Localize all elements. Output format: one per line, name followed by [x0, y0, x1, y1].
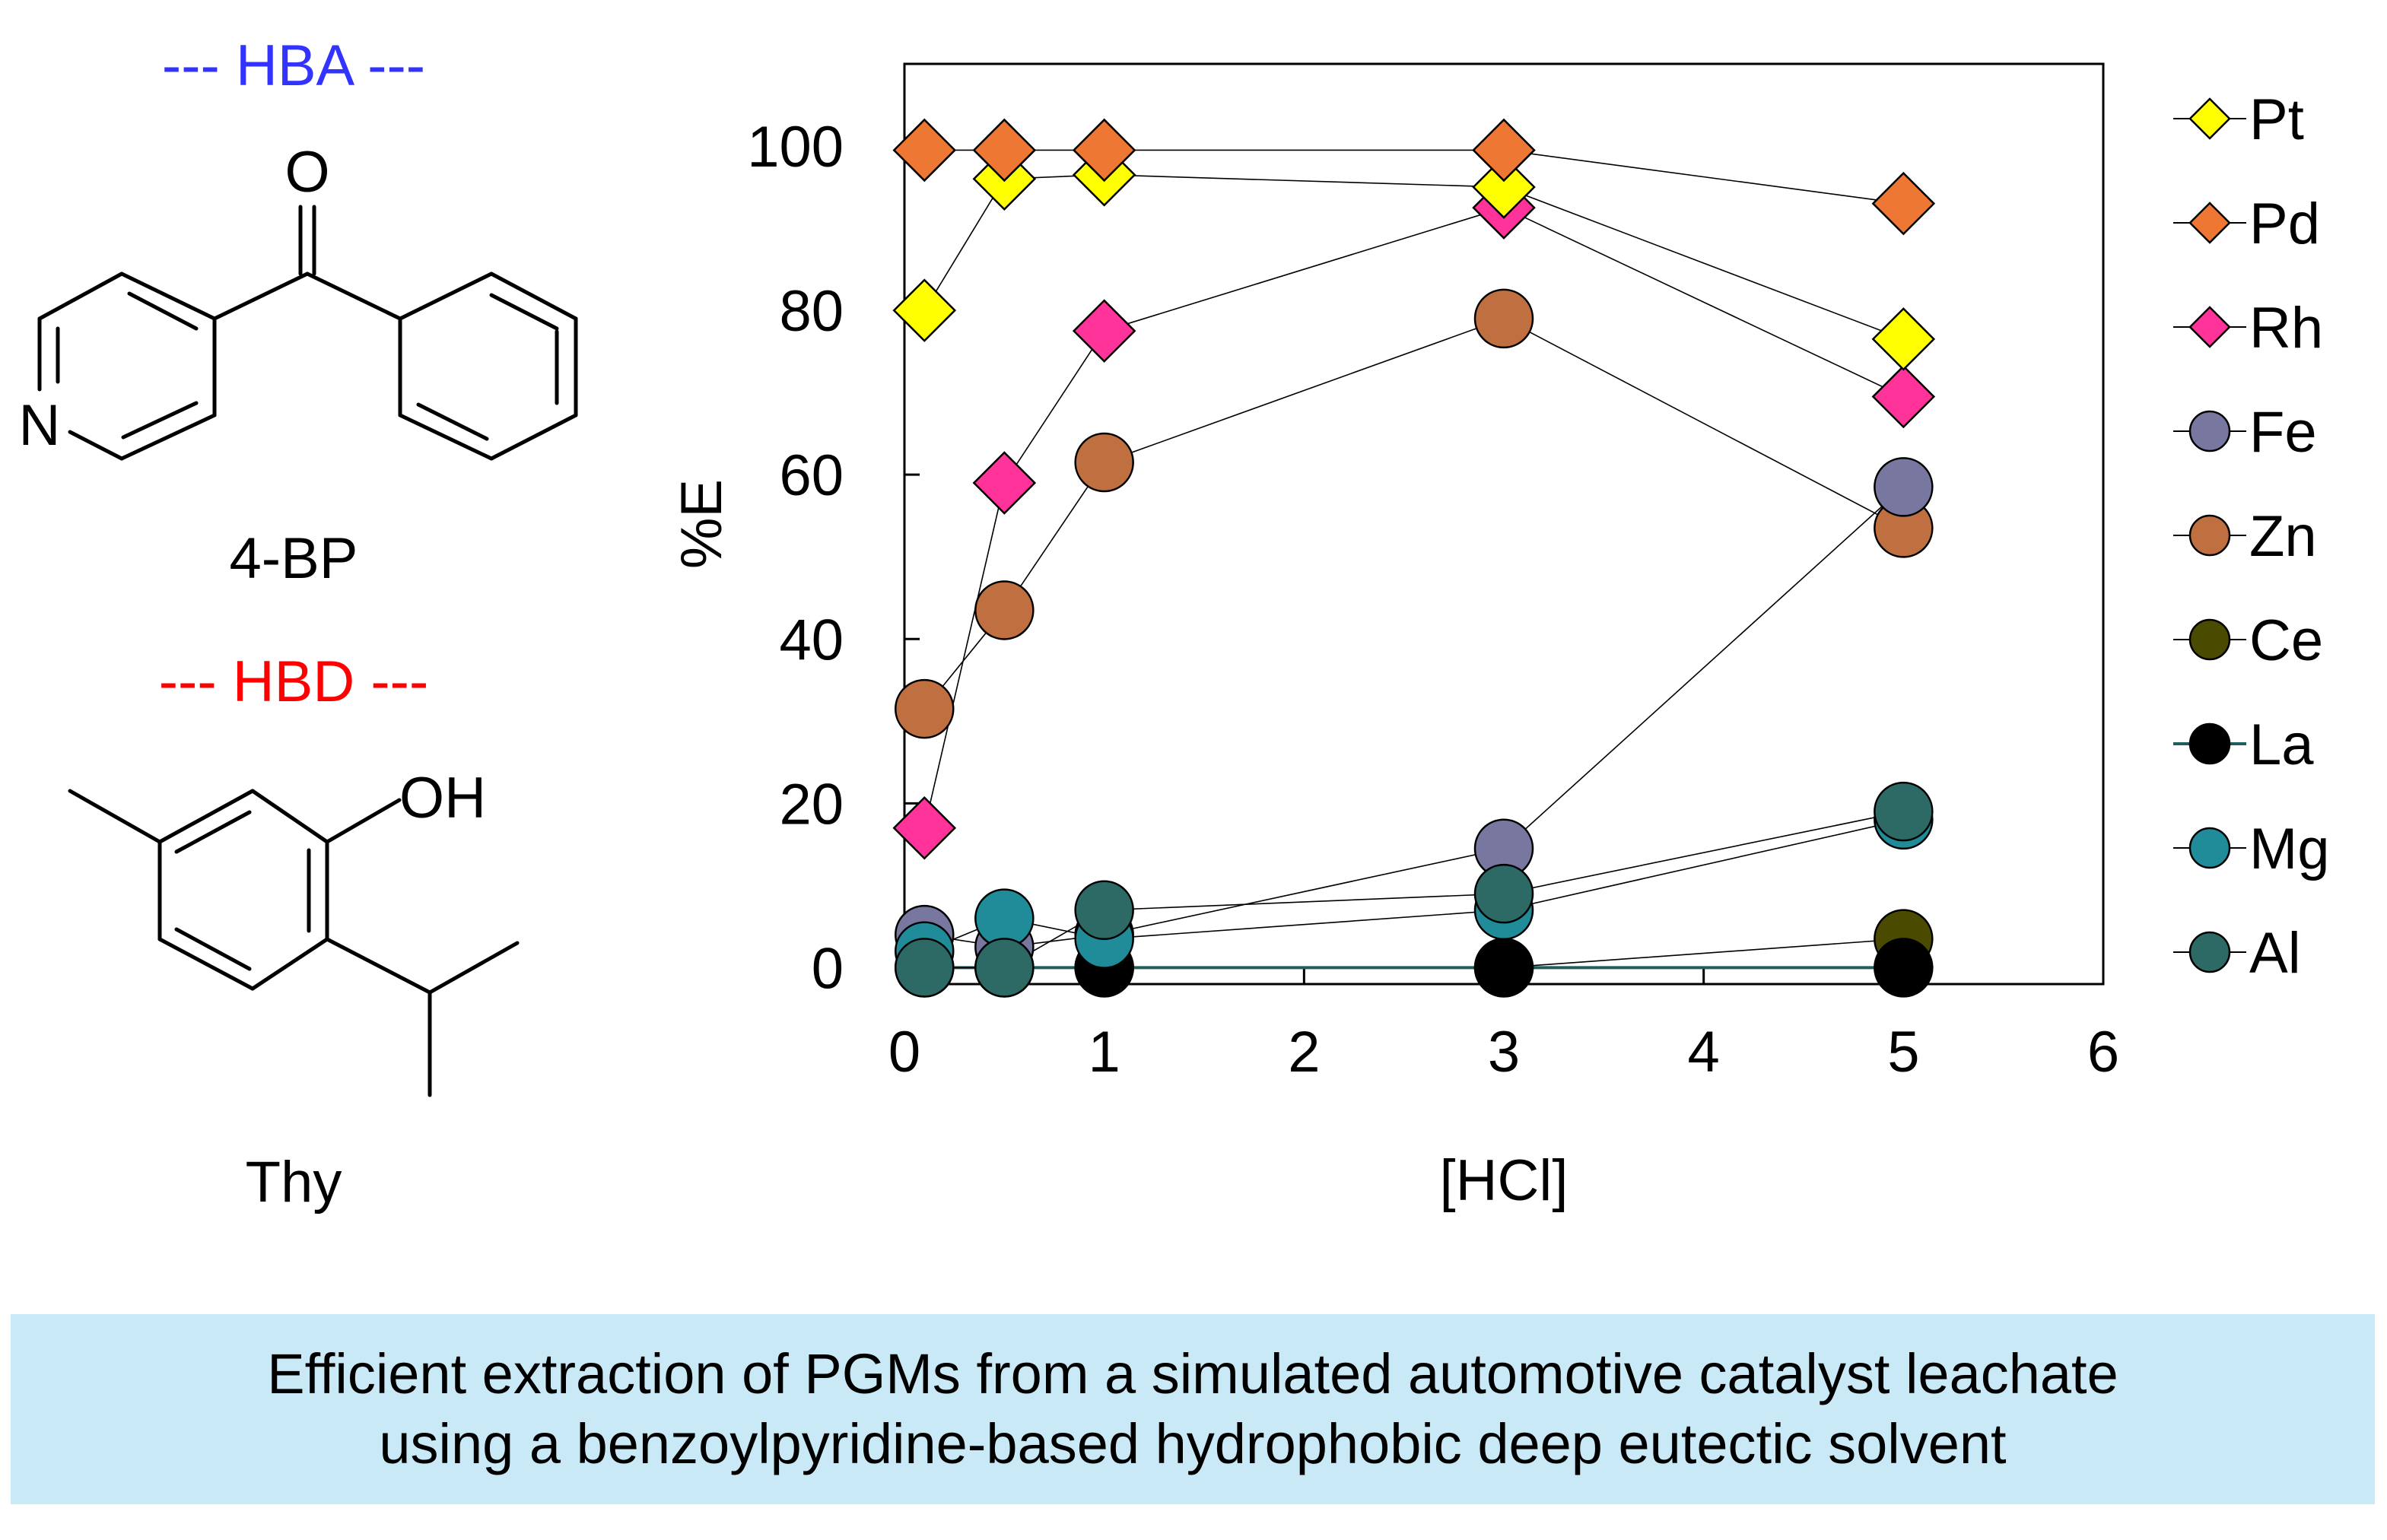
legend-label-zn: Zn [2249, 504, 2317, 569]
legend-label-rh: Rh [2249, 296, 2323, 360]
hbd-label: --- HBD --- [159, 649, 429, 714]
data-point-pd [1072, 118, 1136, 183]
series-line-rh [923, 207, 1904, 828]
data-point-pt [1871, 307, 1936, 371]
legend-label-fe: Fe [2249, 400, 2317, 465]
data-point-zn [1473, 288, 1534, 349]
y-tick-label: 80 [779, 279, 844, 344]
x-tick-label: 5 [1887, 1020, 1919, 1084]
data-point-pt [1472, 155, 1536, 219]
caption-box: Efficient extraction of PGMs from a simu… [11, 1314, 2375, 1504]
legend-marker-ce [2188, 618, 2231, 661]
x-tick-label: 4 [1688, 1020, 1720, 1084]
data-point-pd [1472, 118, 1536, 183]
legend-label-pd: Pd [2249, 192, 2320, 256]
thymol-structure [68, 789, 520, 1097]
hbd-compound-name: Thy [246, 1150, 342, 1215]
data-point-zn [1074, 432, 1134, 493]
y-tick-label: 40 [779, 608, 844, 672]
data-point-zn [974, 580, 1035, 640]
data-point-la [1473, 938, 1534, 998]
series-line-ce [924, 938, 1904, 969]
x-tick-label: 3 [1488, 1020, 1520, 1084]
data-point-pd [1871, 171, 1936, 236]
atom-nitrogen: N [19, 393, 61, 458]
y-tick-label: 0 [812, 936, 844, 1001]
data-point-pd [892, 118, 957, 183]
x-axis-title: [HCl] [1440, 1148, 1569, 1213]
data-point-rh [972, 451, 1037, 515]
legend-label-mg: Mg [2249, 817, 2330, 881]
x-tick-label: 0 [888, 1020, 920, 1084]
legend-label-la: La [2249, 713, 2314, 777]
y-tick-label: 100 [747, 115, 844, 179]
hba-label: --- HBA --- [162, 33, 425, 98]
y-tick-label: 60 [779, 443, 844, 508]
x-tick-label: 6 [2087, 1020, 2119, 1084]
y-tick-label: 20 [779, 772, 844, 837]
data-point-al [974, 938, 1035, 998]
data-point-zn [895, 678, 955, 739]
series-line-zn [923, 318, 1904, 710]
series-line-pd [924, 149, 1904, 205]
x-tick-label: 1 [1089, 1020, 1120, 1084]
legend-marker-pt [2188, 97, 2231, 140]
series-line-mg [923, 819, 1904, 952]
legend-marker-rh [2188, 306, 2231, 348]
data-point-al [1473, 863, 1534, 924]
legend-marker-mg [2188, 827, 2231, 869]
legend-label-al: Al [2249, 921, 2301, 986]
data-point-pt [892, 278, 957, 342]
series-line-al [924, 811, 1904, 969]
y-axis-title: %E [669, 479, 734, 569]
legend-marker-la [2188, 722, 2231, 765]
atom-oxygen: O [284, 140, 329, 205]
legend-marker-fe [2188, 410, 2231, 452]
series-line-pt [923, 174, 1904, 340]
data-point-rh [892, 795, 957, 860]
legend-marker-al [2188, 931, 2231, 973]
data-point-al [1874, 781, 1934, 842]
caption-line-1: Efficient extraction of PGMs from a simu… [267, 1342, 2118, 1405]
hba-compound-name: 4-BP [230, 526, 358, 591]
data-point-al [1074, 880, 1134, 941]
x-tick-label: 2 [1288, 1020, 1320, 1084]
benzoylpyridine-structure [37, 205, 578, 461]
legend-label-pt: Pt [2249, 87, 2304, 152]
data-point-fe [1874, 457, 1934, 517]
data-point-pd [972, 118, 1037, 183]
data-point-rh [1871, 364, 1936, 429]
legend-marker-zn [2188, 514, 2231, 557]
legend-label-ce: Ce [2249, 608, 2323, 673]
data-point-al [895, 938, 955, 998]
data-point-rh [1072, 299, 1136, 363]
hydroxyl-group: OH [399, 766, 486, 830]
legend-marker-pd [2188, 202, 2231, 244]
caption-line-2: using a benzoylpyridine-based hydrophobi… [379, 1412, 2007, 1475]
data-point-la [1874, 938, 1934, 998]
series-line-fe [924, 486, 1904, 948]
